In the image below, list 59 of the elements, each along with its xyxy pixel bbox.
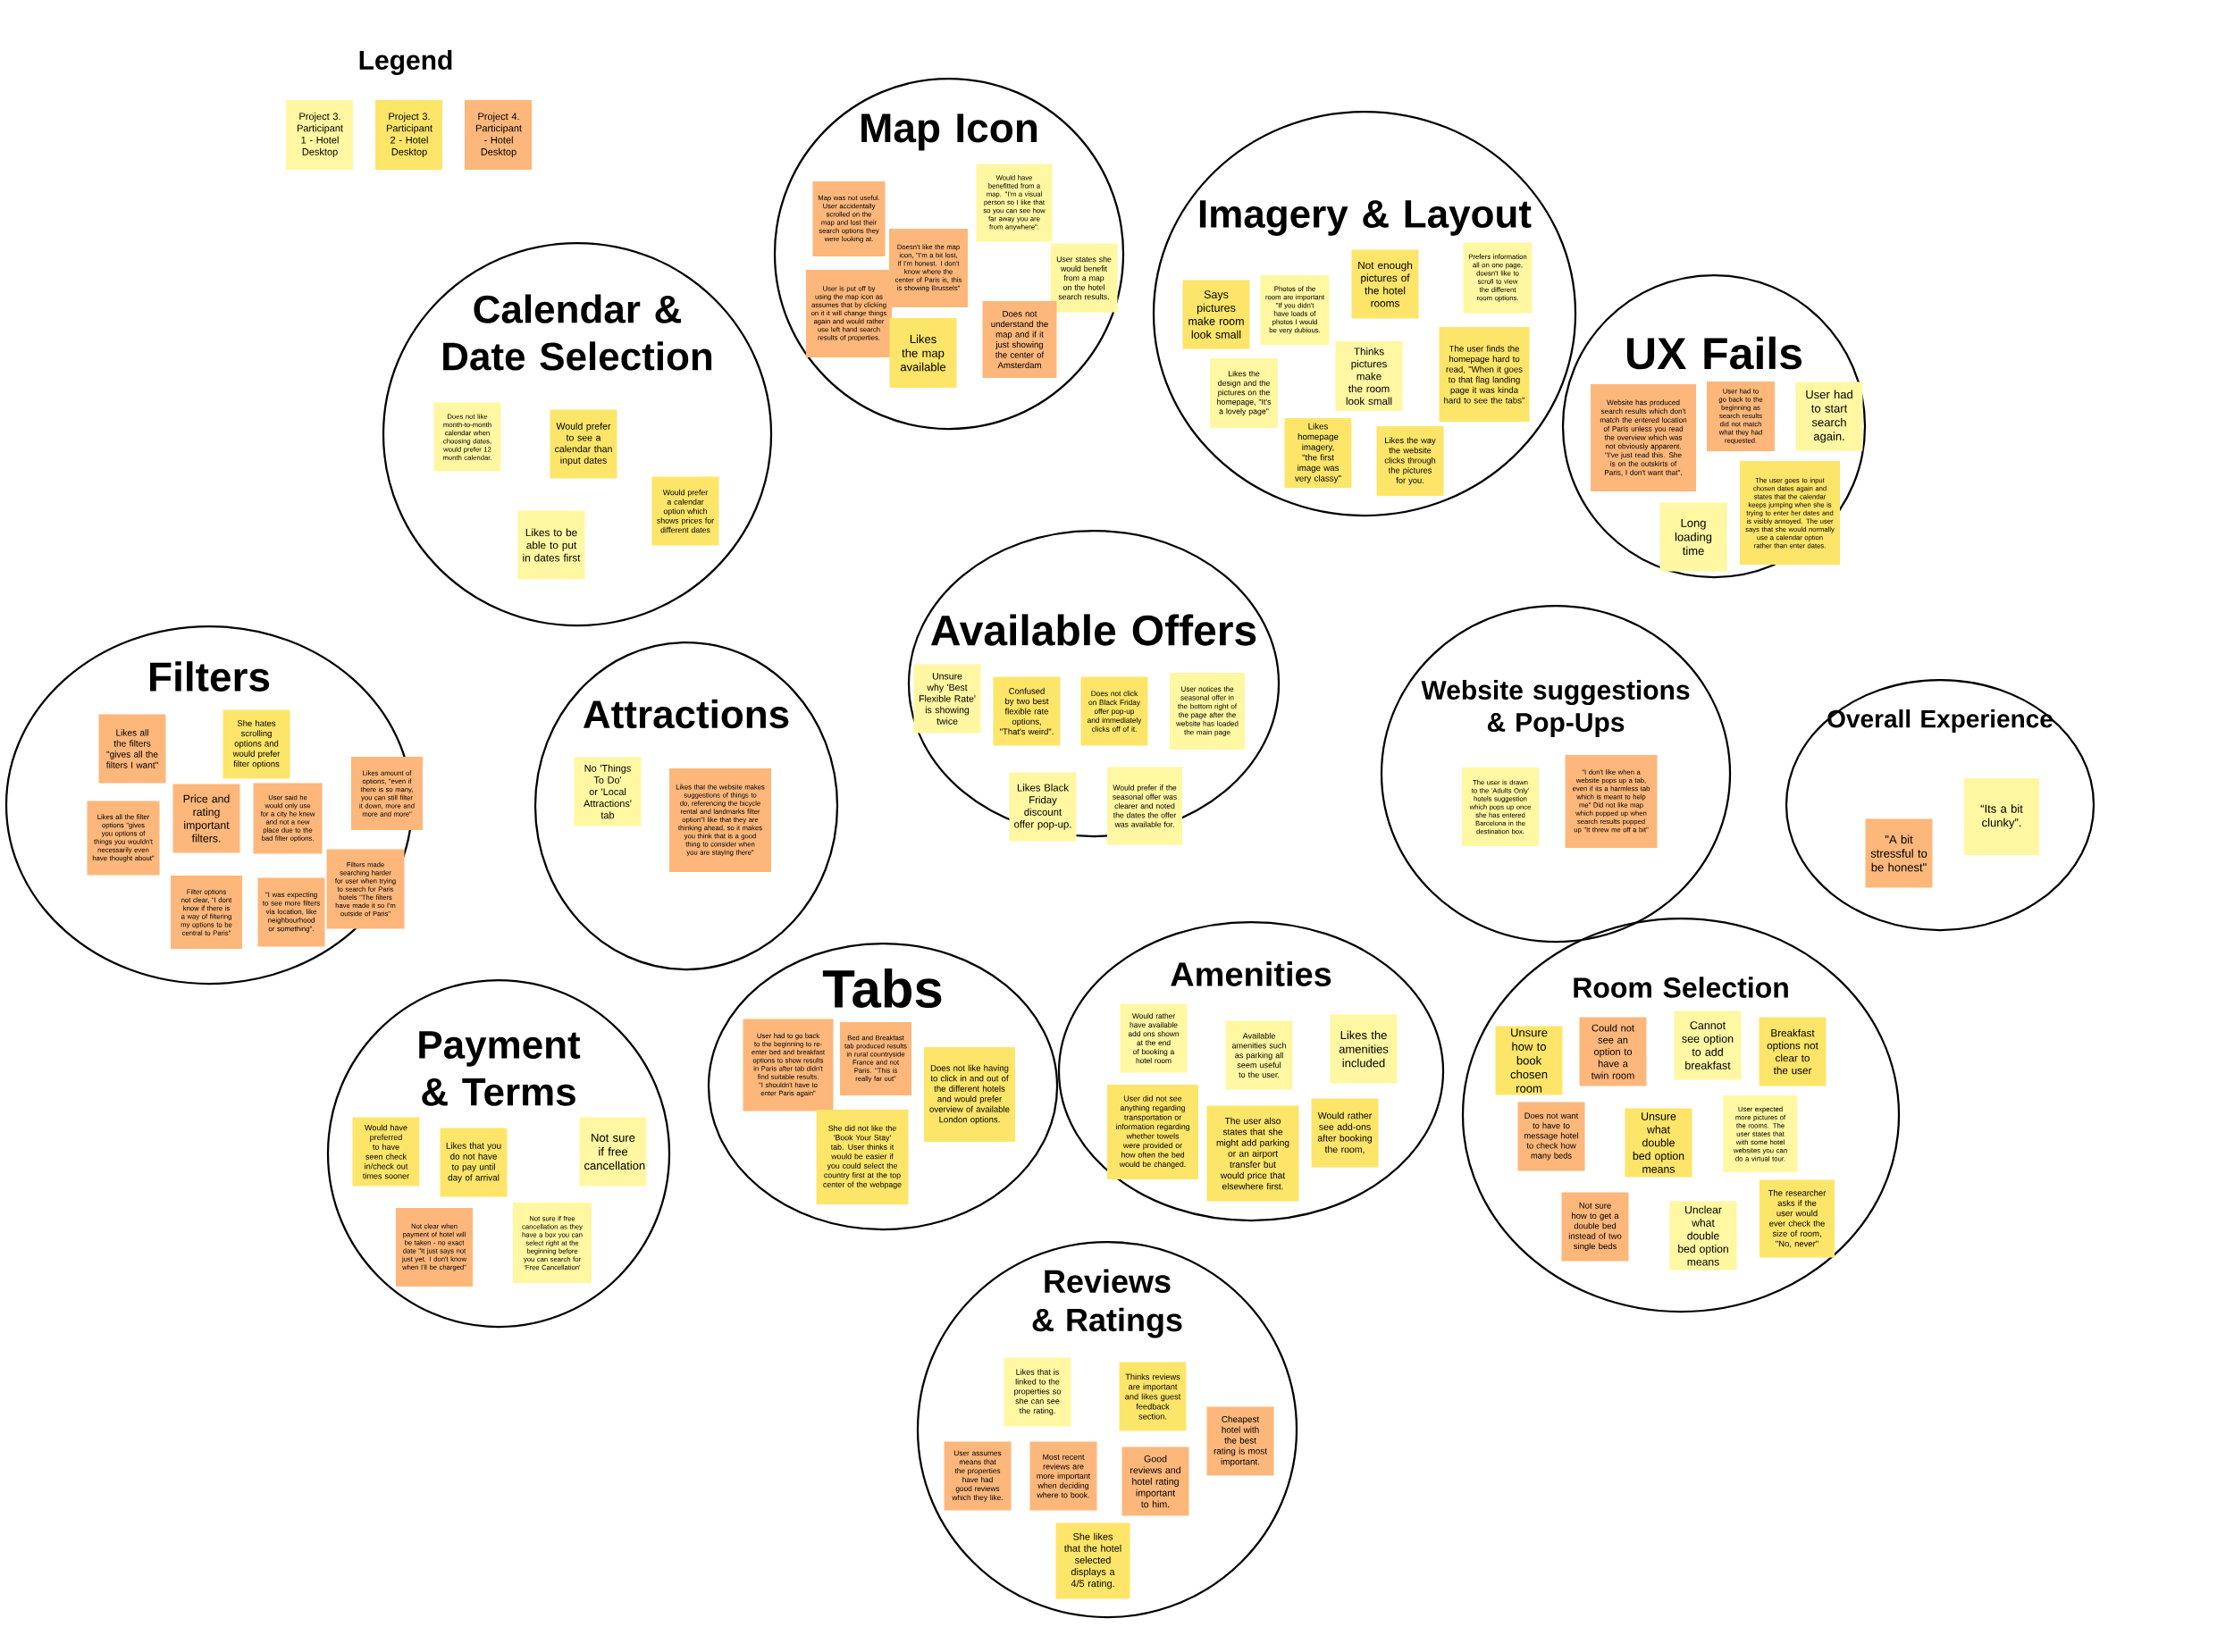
sticky-note: The user finds the homepage hard to read, "When it goes to that flag landing page it was kinda hard to see the tabs" [1439,327,1530,422]
sticky-note: Says pictures make room look small [1182,280,1250,349]
sticky-note: Likes the design and the pictures on the homepage, "It's a lovely page" [1210,358,1278,428]
sticky-note: User did not see anything regarding transportation or information regarding whether towels were provided or how often the bed would be changed. [1107,1085,1198,1179]
sticky-note: Would prefer to see a calendar than input dates [550,409,617,479]
sticky-note: Not enough pictures of the hotel rooms [1351,249,1419,319]
sticky-note: Likes the map available [889,318,957,388]
legend-note: Project 3. Participant 1 - Hotel Desktop [286,100,353,170]
sticky-note: Long loading time [1659,502,1727,572]
sticky-note: User notices the seasonal offer in the bottom right of the page after the website has loaded the main page [1170,673,1245,750]
sticky-note: She did not like the 'Book Your Stay' tab. User thinks it would be easier if you could select the country first at the top center of the webpage [816,1110,909,1204]
sticky-note: She hates scrolling options and would prefer filter options [223,709,290,779]
sticky-note: Unsure what double bed option means [1625,1108,1692,1178]
sticky-note: Not sure if free cancellation [579,1117,647,1187]
sticky-note: Likes homepage imagery, "the first image was very classy" [1284,418,1352,488]
sticky-note: The researcher asks if the user would ever check the size of room, "No, never" [1759,1179,1835,1258]
sticky-note: Does not like having to click in and out of the different hotels and would prefer overview of available London options. [924,1047,1015,1142]
sticky-note: "A bit stressful to be honest" [1865,818,1933,888]
legend-note: Project 3. Participant 2 - Hotel Desktop [375,100,442,170]
sticky-note: Unsure how to book chosen room [1495,1026,1563,1095]
sticky-note: Would rather have available add ons shown at the end of booking a hotel room [1120,1003,1188,1073]
sticky-note: Would prefer if the seasonal offer was clearer and noted the dates the offer was available for. [1107,767,1182,845]
sticky-note: Thinks reviews are important and likes guest feedback section. [1119,1362,1187,1431]
sticky-note: User assumes means that the properties have had good reviews which they like. [944,1441,1012,1511]
sticky-note: Does not want to have to message hotel to check how many beds [1517,1102,1585,1171]
sticky-note: Available amenities such as parking all seem useful to the user. [1225,1020,1293,1090]
sticky-note: Likes that you do not have to pay until day of arrival [440,1128,508,1197]
sticky-note: No 'Things To Do' or 'Local Attractions' tab [574,757,642,826]
sticky-note: Unsure why 'Best Flexible Rate' is showing twice [913,664,981,734]
sticky-note: Good reviews and hotel rating important to him. [1121,1447,1189,1516]
sticky-note: Likes the way the website clicks through the pictures for you. [1376,426,1444,496]
sticky-note: User states she would benefit from a map on the hotel search results. [1050,243,1118,313]
sticky-note: Website has produced search results which don't match the entered location of Paris unless you read the overview which was not obviously apparent. "I've just read this. She is on the outskirts of Paris, I don't want that". [1591,384,1696,491]
sticky-note: Likes the amenities included [1330,1014,1398,1084]
sticky-note: Breakfast options not clear to the user [1759,1017,1827,1086]
sticky-note: Does not click on Black Friday offer pop-up and immediately clicks off of it. [1080,676,1148,746]
sticky-note: Not sure how to get a double bed instead of two single beds [1561,1192,1629,1262]
sticky-note: Unclear what double bed option means [1669,1201,1737,1270]
sticky-note: Would prefer a calendar option which shows prices for different dates [651,476,719,546]
sticky-note: Confused by two best flexible rate options, "That's weird". [993,676,1061,746]
sticky-note: Likes Black Friday discount offer pop-up. [1009,772,1077,842]
legend-title: Legend [359,50,452,76]
sticky-note: Cannot see option to add breakfast [1674,1010,1742,1080]
sticky-note: Most recent reviews are more important when deciding where to book. [1029,1441,1097,1511]
sticky-note: Likes that is linked to the properties so she can see the rating. [1004,1357,1071,1427]
sticky-note: Would rather see add-ons after booking the room, [1311,1098,1379,1168]
sticky-note: Likes all the filters "gives all the filters I want" [98,714,166,784]
sticky-note: Does not understand the map and if it just showing the center of Amsterdam [982,301,1057,378]
sticky-note: User had to start search again. [1795,382,1863,451]
sticky-note: Thinks pictures make the room look small [1335,341,1403,411]
legend-note: Project 4. Participant - Hotel Desktop [465,100,532,170]
sticky-note: Would have preferred to have seen check in/check out times sooner [352,1117,420,1187]
sticky-note: She likes that the hotel selected displays a 4/5 rating. [1055,1522,1130,1599]
sticky-note: “Its a bit clunky”. [1964,778,2039,855]
sticky-note: Price and rating important filters. [172,784,240,853]
sticky-note: Could not see an option to have a twin room [1579,1017,1647,1086]
sticky-note: Cheapest hotel with the best rating is most important. [1206,1406,1274,1476]
sticky-note: The user also states that she might add parking or an airport transfer but would price that elsewhere first. [1206,1105,1299,1202]
sticky-note: Likes to be able to put in dates first [517,510,585,580]
